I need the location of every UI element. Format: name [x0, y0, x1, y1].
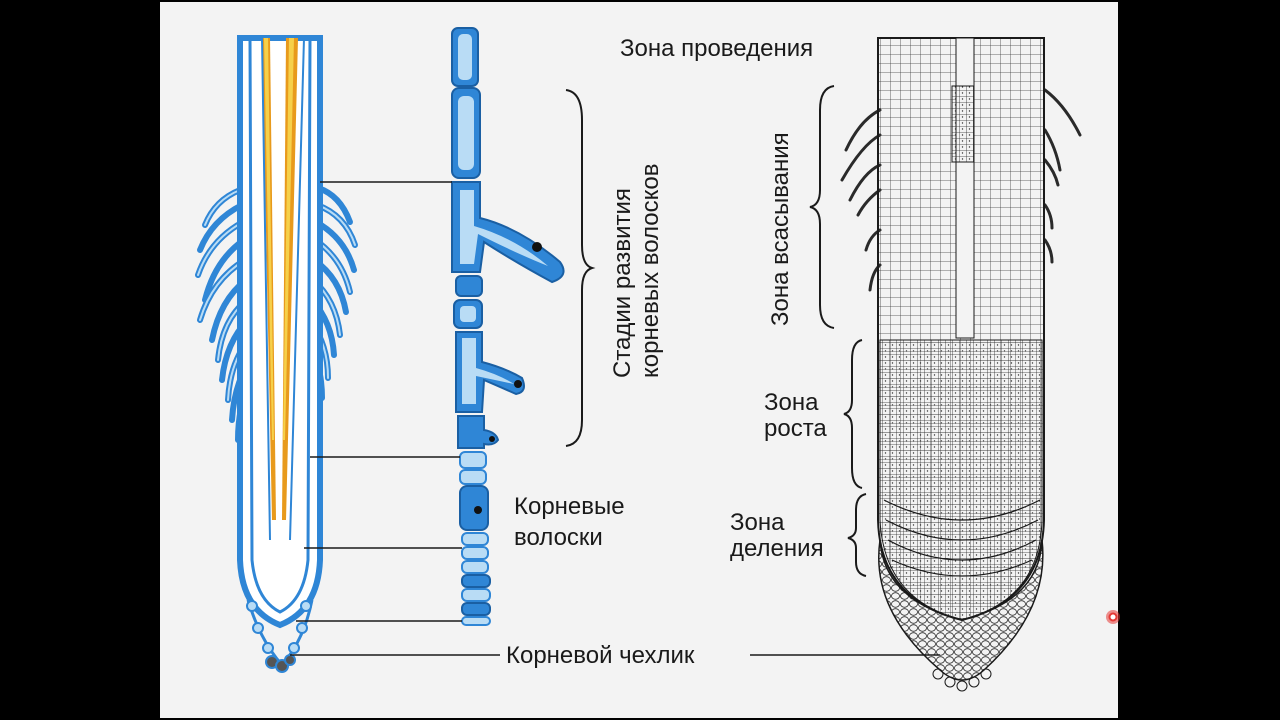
label-division-zone-1: Зона [730, 509, 785, 536]
label-root-hairs-1: Корневые [514, 493, 625, 520]
label-conduction-zone: Зона проведения [620, 35, 813, 62]
label-root-cap: Корневой чехлик [506, 642, 695, 669]
laser-pointer-icon [1106, 610, 1120, 624]
label-growth-zone-1: Зона [764, 389, 819, 416]
label-division-zone-2: деления [730, 535, 824, 562]
label-root-hairs-2: волоски [514, 524, 603, 551]
label-hair-stages-1: Стадии развития [609, 188, 636, 378]
label-absorption-zone: Зона всасывания [767, 132, 794, 326]
label-hair-stages-2: корневых волосков [637, 163, 664, 378]
label-growth-zone-2: роста [764, 415, 827, 442]
